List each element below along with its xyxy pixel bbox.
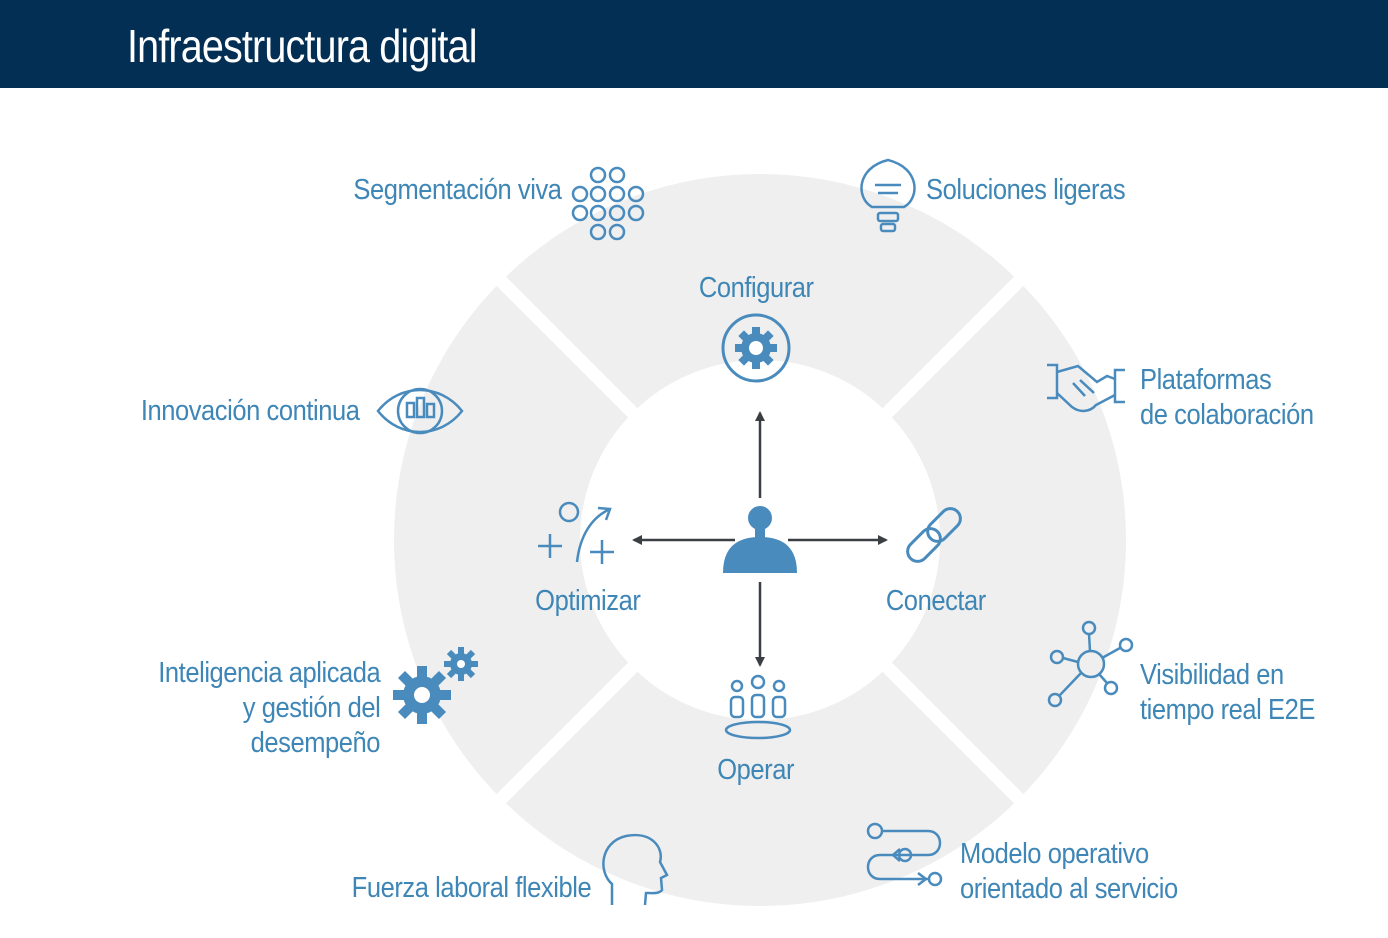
handshake-icon xyxy=(1047,363,1125,413)
head-profile-icon xyxy=(602,833,669,906)
label-conectar: Conectar xyxy=(885,585,987,617)
arrows xyxy=(632,411,888,667)
lightbulb-icon xyxy=(860,158,916,233)
eye-chart-icon xyxy=(376,387,464,435)
cell-cluster-icon xyxy=(571,166,645,241)
gears-icon xyxy=(393,647,478,724)
gear-icon xyxy=(721,313,791,383)
optimize-icon xyxy=(538,501,614,564)
label-modelo-operativo: Modelo operativo orientado al servicio xyxy=(960,838,1178,905)
label-inteligencia-aplicada: Inteligencia aplicada y gestión del dese… xyxy=(157,657,380,759)
label-fuerza-laboral: Fuerza laboral flexible xyxy=(351,872,591,904)
header-bar: Infraestructura digital xyxy=(0,0,1388,88)
label-operar: Operar xyxy=(717,754,795,786)
label-plataformas-colaboracion: Plataformas de colaboración xyxy=(1140,364,1314,431)
link-icon xyxy=(906,507,962,563)
network-icon xyxy=(1047,620,1134,708)
label-soluciones-ligeras: Soluciones ligeras xyxy=(926,174,1126,206)
label-visibilidad-e2e: Visibilidad en tiempo real E2E xyxy=(1140,659,1315,726)
team-icon xyxy=(724,674,792,740)
label-configurar: Configurar xyxy=(698,272,814,304)
outer-ring xyxy=(365,145,1155,935)
label-innovacion-continua: Innovación continua xyxy=(140,395,359,427)
flow-icon xyxy=(866,822,943,887)
label-segmentacion-viva: Segmentación viva xyxy=(353,174,563,206)
page-title: Infraestructura digital xyxy=(127,20,477,72)
label-optimizar: Optimizar xyxy=(535,585,641,617)
person-icon xyxy=(723,506,797,573)
